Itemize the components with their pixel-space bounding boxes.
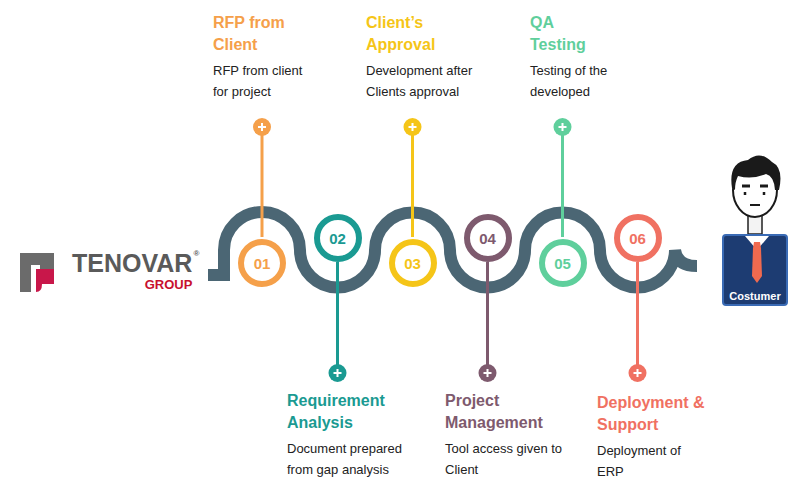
step-circle: 02 [314, 214, 362, 262]
customer-head [731, 155, 780, 234]
plus-dots [253, 118, 647, 382]
customer-body: Costumer [722, 234, 788, 306]
step-description: RFP from client for project [213, 60, 313, 102]
step-number: 03 [404, 255, 421, 272]
step-circle: 01 [238, 239, 286, 287]
customer-label: Costumer [724, 290, 786, 302]
step-number: 04 [479, 230, 496, 247]
step-number: 06 [629, 230, 646, 247]
step-circle: 04 [464, 214, 512, 262]
step-number: 01 [254, 255, 271, 272]
road [208, 212, 697, 288]
step-number: 05 [554, 255, 571, 272]
logo-text: TENOVAR [72, 251, 192, 276]
step-description: Testing of the developed [530, 60, 630, 102]
step-number: 02 [329, 230, 346, 247]
logo-subtext: GROUP [145, 278, 193, 291]
logo-icon [20, 253, 54, 292]
registered-mark: ® [193, 250, 199, 258]
step-heading: QA Testing [530, 12, 600, 56]
step-heading: Requirement Analysis [287, 390, 402, 434]
step-heading: Client’s Approval [366, 12, 461, 56]
step-description: Development after Clients approval [366, 60, 486, 102]
step-heading: RFP from Client [213, 12, 308, 56]
step-description: Document prepared from gap analysis [287, 438, 415, 480]
step-circle: 03 [389, 239, 437, 287]
step-heading: Project Management [445, 390, 560, 434]
leader-lines [262, 127, 638, 373]
step-description: Deployment of ERP [597, 440, 697, 482]
step-circle: 06 [614, 214, 662, 262]
step-circle: 05 [539, 239, 587, 287]
step-description: Tool access given to Client [445, 438, 570, 480]
step-heading: Deployment & Support [597, 392, 722, 436]
